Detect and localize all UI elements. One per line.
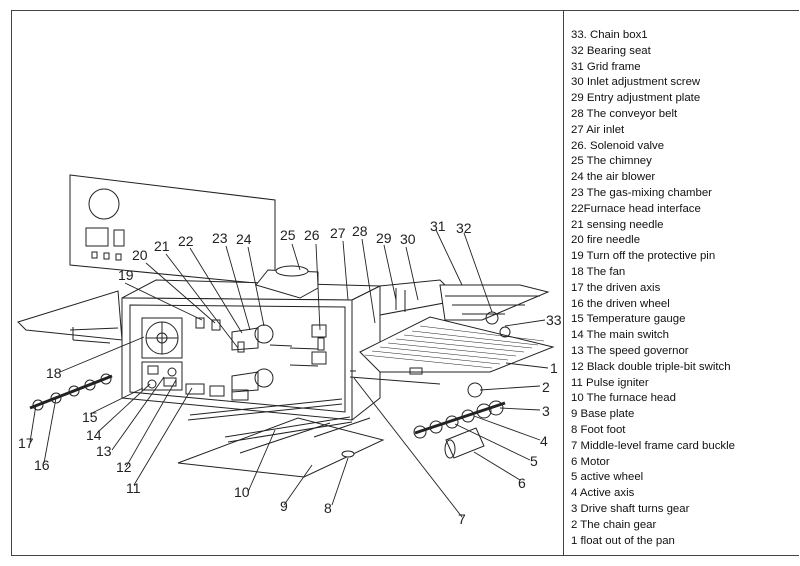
legend-item: 2 The chain gear: [571, 518, 657, 531]
legend-item: 4 Active axis: [571, 487, 635, 500]
legend-item: 11 Pulse igniter: [571, 376, 649, 389]
legend-item: 32 Bearing seat: [571, 44, 651, 57]
callout-3: 3: [542, 403, 550, 419]
callout-2: 2: [542, 379, 550, 395]
legend-item: 15 Temperature gauge: [571, 313, 686, 326]
callout-28: 28: [352, 223, 368, 239]
motor: [445, 427, 485, 459]
legend-item: 14 The main switch: [571, 329, 669, 342]
legend-item: 28 The conveyor belt: [571, 107, 678, 120]
callout-23: 23: [212, 230, 228, 246]
chain-box: [499, 326, 511, 338]
callout-15: 15: [82, 409, 98, 425]
callout-6: 6: [518, 475, 526, 491]
callout-27: 27: [330, 225, 346, 241]
burner-lower: [231, 371, 259, 393]
legend-item: 19 Turn off the protective pin: [571, 250, 716, 263]
diagram-frame: [11, 10, 799, 556]
oven-top: [121, 279, 381, 301]
solenoid-valve-2: [311, 351, 327, 365]
callout-16: 16: [34, 457, 50, 473]
callout-12: 12: [116, 459, 132, 475]
callout-21: 21: [154, 238, 170, 254]
legend-item: 25 The chimney: [571, 155, 652, 168]
legend-item: 6 Motor: [571, 455, 610, 468]
legend-item: 26. Solenoid valve: [571, 139, 665, 152]
callout-30: 30: [400, 231, 416, 247]
callout-31: 31: [430, 218, 446, 234]
callout-32: 32: [456, 220, 472, 236]
callout-18: 18: [46, 365, 62, 381]
back-panel-window-1: [85, 227, 109, 247]
legend-item: 24 the air blower: [571, 171, 656, 184]
legend-item: 16 the driven wheel: [571, 297, 670, 310]
legend-item: 12 Black double triple-bit switch: [571, 360, 731, 373]
legend-item: 31 Grid frame: [571, 60, 641, 73]
callout-33: 33: [546, 312, 562, 328]
legend-item: 30 Inlet adjustment screw: [571, 76, 701, 89]
legend-item: 7 Middle-level frame card buckle: [571, 439, 735, 452]
callout-20: 20: [132, 247, 148, 263]
callout-14: 14: [86, 427, 102, 443]
back-panel-window-2: [113, 229, 125, 247]
solenoid-valve-1: [311, 324, 327, 338]
callout-17: 17: [18, 435, 34, 451]
legend-item: 21 sensing needle: [571, 218, 664, 231]
grid-frame: [439, 284, 550, 321]
callout-11: 11: [126, 480, 141, 496]
callout-29: 29: [376, 230, 392, 246]
left-tray: [17, 290, 123, 341]
back-panel: [69, 174, 276, 286]
legend-item: 17 the driven axis: [571, 281, 661, 294]
callout-26: 26: [304, 227, 320, 243]
foot: [341, 450, 355, 458]
legend-item: 33. Chain box1: [571, 29, 648, 41]
callout-22: 22: [178, 233, 194, 249]
legend-item: 22Furnace head interface: [571, 202, 701, 215]
callout-25: 25: [280, 227, 296, 243]
back-panel-opening: [88, 188, 120, 220]
legend-item: 29 Entry adjustment plate: [571, 92, 701, 105]
callout-1: 1: [550, 360, 558, 376]
legend-item: 13 The speed governor: [571, 344, 689, 357]
callout-4: 4: [540, 433, 548, 449]
callout-8: 8: [324, 500, 332, 516]
callout-9: 9: [280, 498, 288, 514]
callout-10: 10: [234, 484, 250, 500]
base-plate: [177, 417, 385, 478]
callout-5: 5: [530, 453, 538, 469]
legend-item: 8 Foot foot: [571, 423, 626, 436]
legend-item: 18 The fan: [571, 265, 626, 278]
legend-divider: [563, 10, 564, 556]
legend-item: 9 Base plate: [571, 408, 635, 421]
callout-19: 19: [118, 267, 134, 283]
legend-item: 20 fire needle: [571, 234, 641, 247]
callout-7: 7: [458, 511, 466, 527]
callout-24: 24: [236, 231, 252, 247]
legend-item: 10 The furnace head: [571, 392, 676, 405]
exploded-view-diagram: 1 2 3 4 5 6 7 8 9 10 11 12 13 14 15 16 1…: [17, 174, 562, 527]
legend-item: 23 The gas-mixing chamber: [571, 186, 712, 199]
burner-upper: [231, 327, 259, 351]
legend-item: 1 float out of the pan: [571, 534, 675, 547]
chain-gear: [467, 382, 483, 398]
parts-legend: 33. Chain box1 32 Bearing seat 31 Grid f…: [571, 28, 796, 549]
legend-item: 27 Air inlet: [571, 123, 625, 136]
legend-item: 3 Drive shaft turns gear: [571, 502, 690, 515]
conveyor-belt: [359, 316, 555, 373]
legend-item: 5 active wheel: [571, 471, 644, 484]
callout-13: 13: [96, 443, 112, 459]
